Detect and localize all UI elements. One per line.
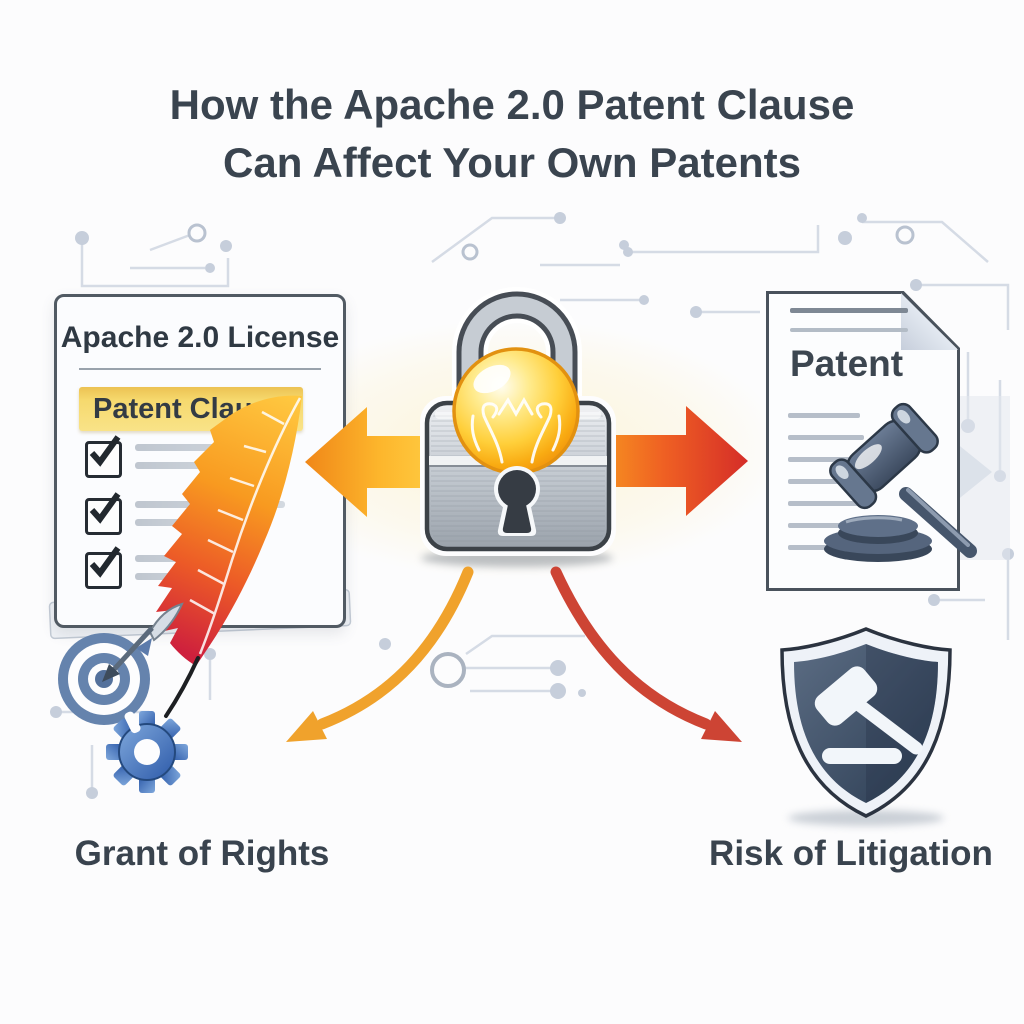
checkbox-checked-icon <box>85 492 122 535</box>
lightbulb-icon <box>452 347 580 475</box>
caption-risk-of-litigation: Risk of Litigation <box>709 834 993 873</box>
checklist-row <box>85 546 247 589</box>
title-line-2: Can Affect Your Own Patents <box>223 139 801 186</box>
padlock-icon <box>420 287 616 556</box>
shield-gavel-icon <box>780 627 952 818</box>
checklist-text-lines <box>135 552 247 580</box>
right-arrow <box>580 406 748 516</box>
checklist-text-lines <box>135 441 280 469</box>
patent-clause-highlight: Patent Clause <box>79 387 303 431</box>
checkbox-checked-icon <box>85 435 122 478</box>
license-card-title: Apache 2.0 License <box>60 321 340 354</box>
patent-document-icon: Patent <box>766 291 960 591</box>
patent-card-title: Patent <box>790 343 904 384</box>
checkbox-checked-icon <box>85 546 122 589</box>
curved-arrow-right <box>550 566 742 742</box>
gear-icon <box>106 711 188 793</box>
shield-gavel-glyph <box>814 666 923 764</box>
checklist-text-lines <box>135 498 285 526</box>
bulb-filament <box>470 396 562 464</box>
license-document-icon: Apache 2.0 License Patent Clause <box>54 294 346 628</box>
feather-quill <box>164 656 200 718</box>
license-divider <box>79 368 321 370</box>
keyhole-icon <box>494 466 540 536</box>
caption-grant-of-rights: Grant of Rights <box>74 834 330 873</box>
checklist-row <box>85 435 280 478</box>
lock-shadow <box>421 549 613 567</box>
shield-shadow <box>788 810 944 826</box>
page-fold-corner <box>901 293 958 350</box>
title-line-1: How the Apache 2.0 Patent Clause <box>169 81 855 128</box>
page-title: How the Apache 2.0 Patent Clause Can Aff… <box>0 76 1024 192</box>
checklist-row <box>85 492 285 535</box>
